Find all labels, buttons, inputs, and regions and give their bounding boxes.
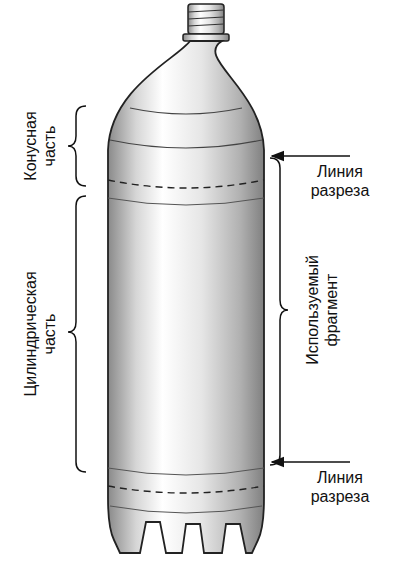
cut-line	[108, 486, 264, 493]
pointer-arrow	[272, 461, 350, 463]
brace	[270, 158, 288, 465]
body-rib	[108, 468, 264, 475]
cut-label: Линия разреза	[290, 162, 390, 200]
bottle-body	[108, 41, 264, 553]
body-rib	[108, 198, 264, 205]
bottle-cap	[183, 4, 229, 41]
cut-label: Линия разреза	[290, 468, 390, 506]
brace	[68, 196, 86, 472]
base-rib	[110, 506, 262, 513]
part-label: Используемый фрагмент	[303, 255, 341, 365]
shoulder-rib	[110, 140, 262, 148]
brace	[68, 106, 86, 186]
pointer-arrow	[272, 155, 350, 157]
shoulder-rib	[130, 108, 242, 114]
part-label: Цилиндрическая часть	[21, 264, 59, 404]
cut-line	[108, 180, 264, 188]
part-label: Конусная часть	[21, 101, 59, 191]
